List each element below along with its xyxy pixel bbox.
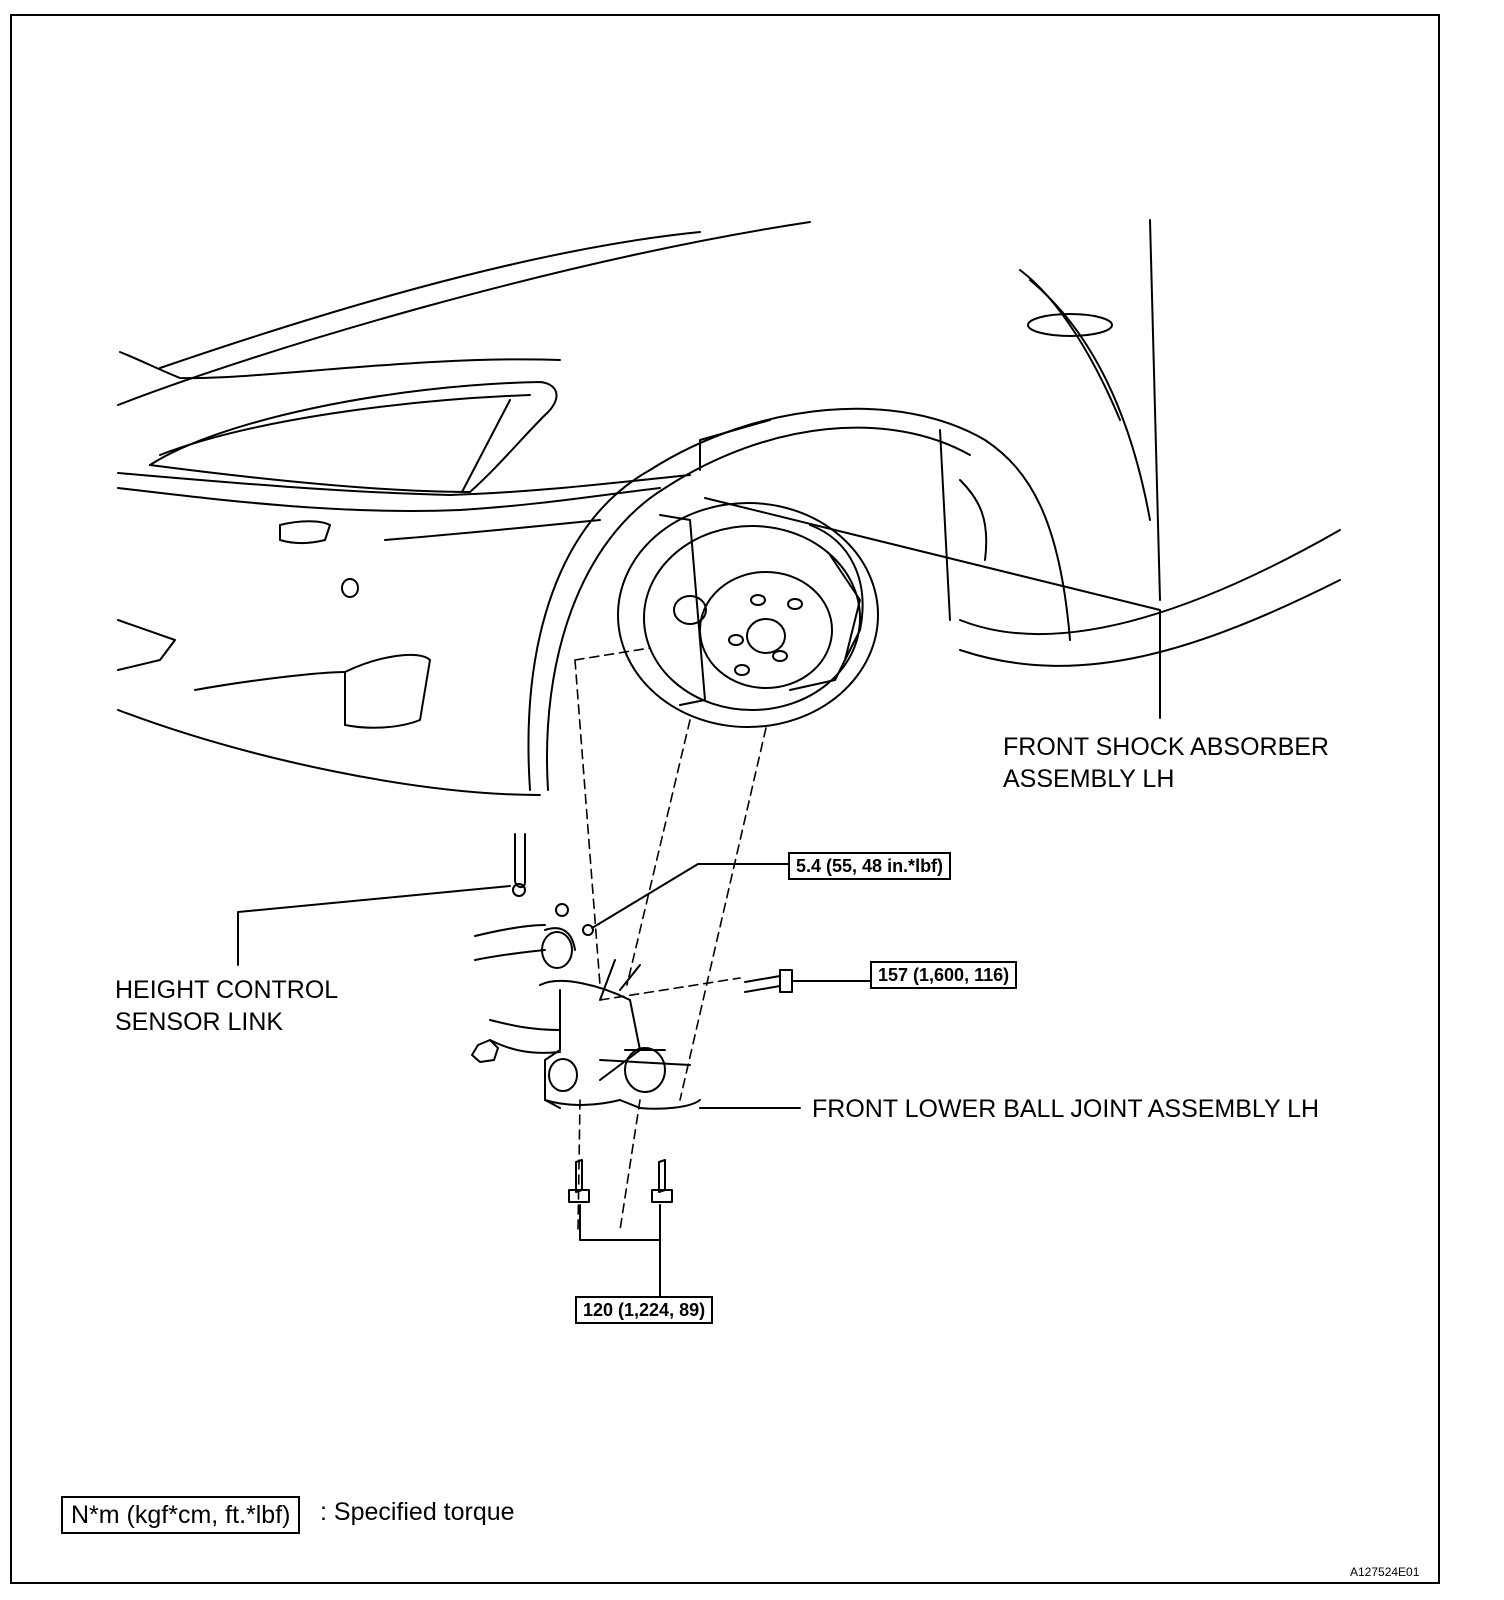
height-sensor-label-line2: SENSOR LINK <box>115 1008 284 1036</box>
legend-description: : Specified torque <box>320 1498 515 1526</box>
torque-side-bolt: 157 (1,600, 116) <box>870 961 1018 989</box>
shock-absorber-leader <box>704 497 1161 719</box>
legend-unit-box: N*m (kgf*cm, ft.*lbf) <box>61 1496 301 1534</box>
alignment-lines <box>574 647 767 1231</box>
torque-bottom-bolts: 120 (1,224, 89) <box>575 1296 714 1324</box>
torque-nut: 5.4 (55, 48 in.*lbf) <box>788 852 952 880</box>
shock-absorber-label-line2: ASSEMBLY LH <box>1003 765 1175 793</box>
figure-code: A127524E01 <box>1350 1565 1420 1579</box>
ball-joint-label: FRONT LOWER BALL JOINT ASSEMBLY LH <box>812 1095 1320 1123</box>
front-bumper <box>117 472 691 796</box>
shock-absorber-label-line1: FRONT SHOCK ABSORBER <box>1003 733 1329 761</box>
wheel-arch <box>527 407 1341 791</box>
side-bolt <box>744 969 871 993</box>
headlight <box>149 381 558 493</box>
car-body-outline <box>117 219 1161 601</box>
nut-torque-leader <box>591 863 789 929</box>
bottom-bolts <box>568 1159 673 1297</box>
height-sensor-link-part <box>237 833 594 966</box>
ball-joint-assembly-part <box>471 924 701 1110</box>
brake-disc-hub <box>617 502 879 728</box>
figure-frame <box>10 14 1440 1584</box>
height-sensor-label-line1: HEIGHT CONTROL <box>115 976 339 1004</box>
